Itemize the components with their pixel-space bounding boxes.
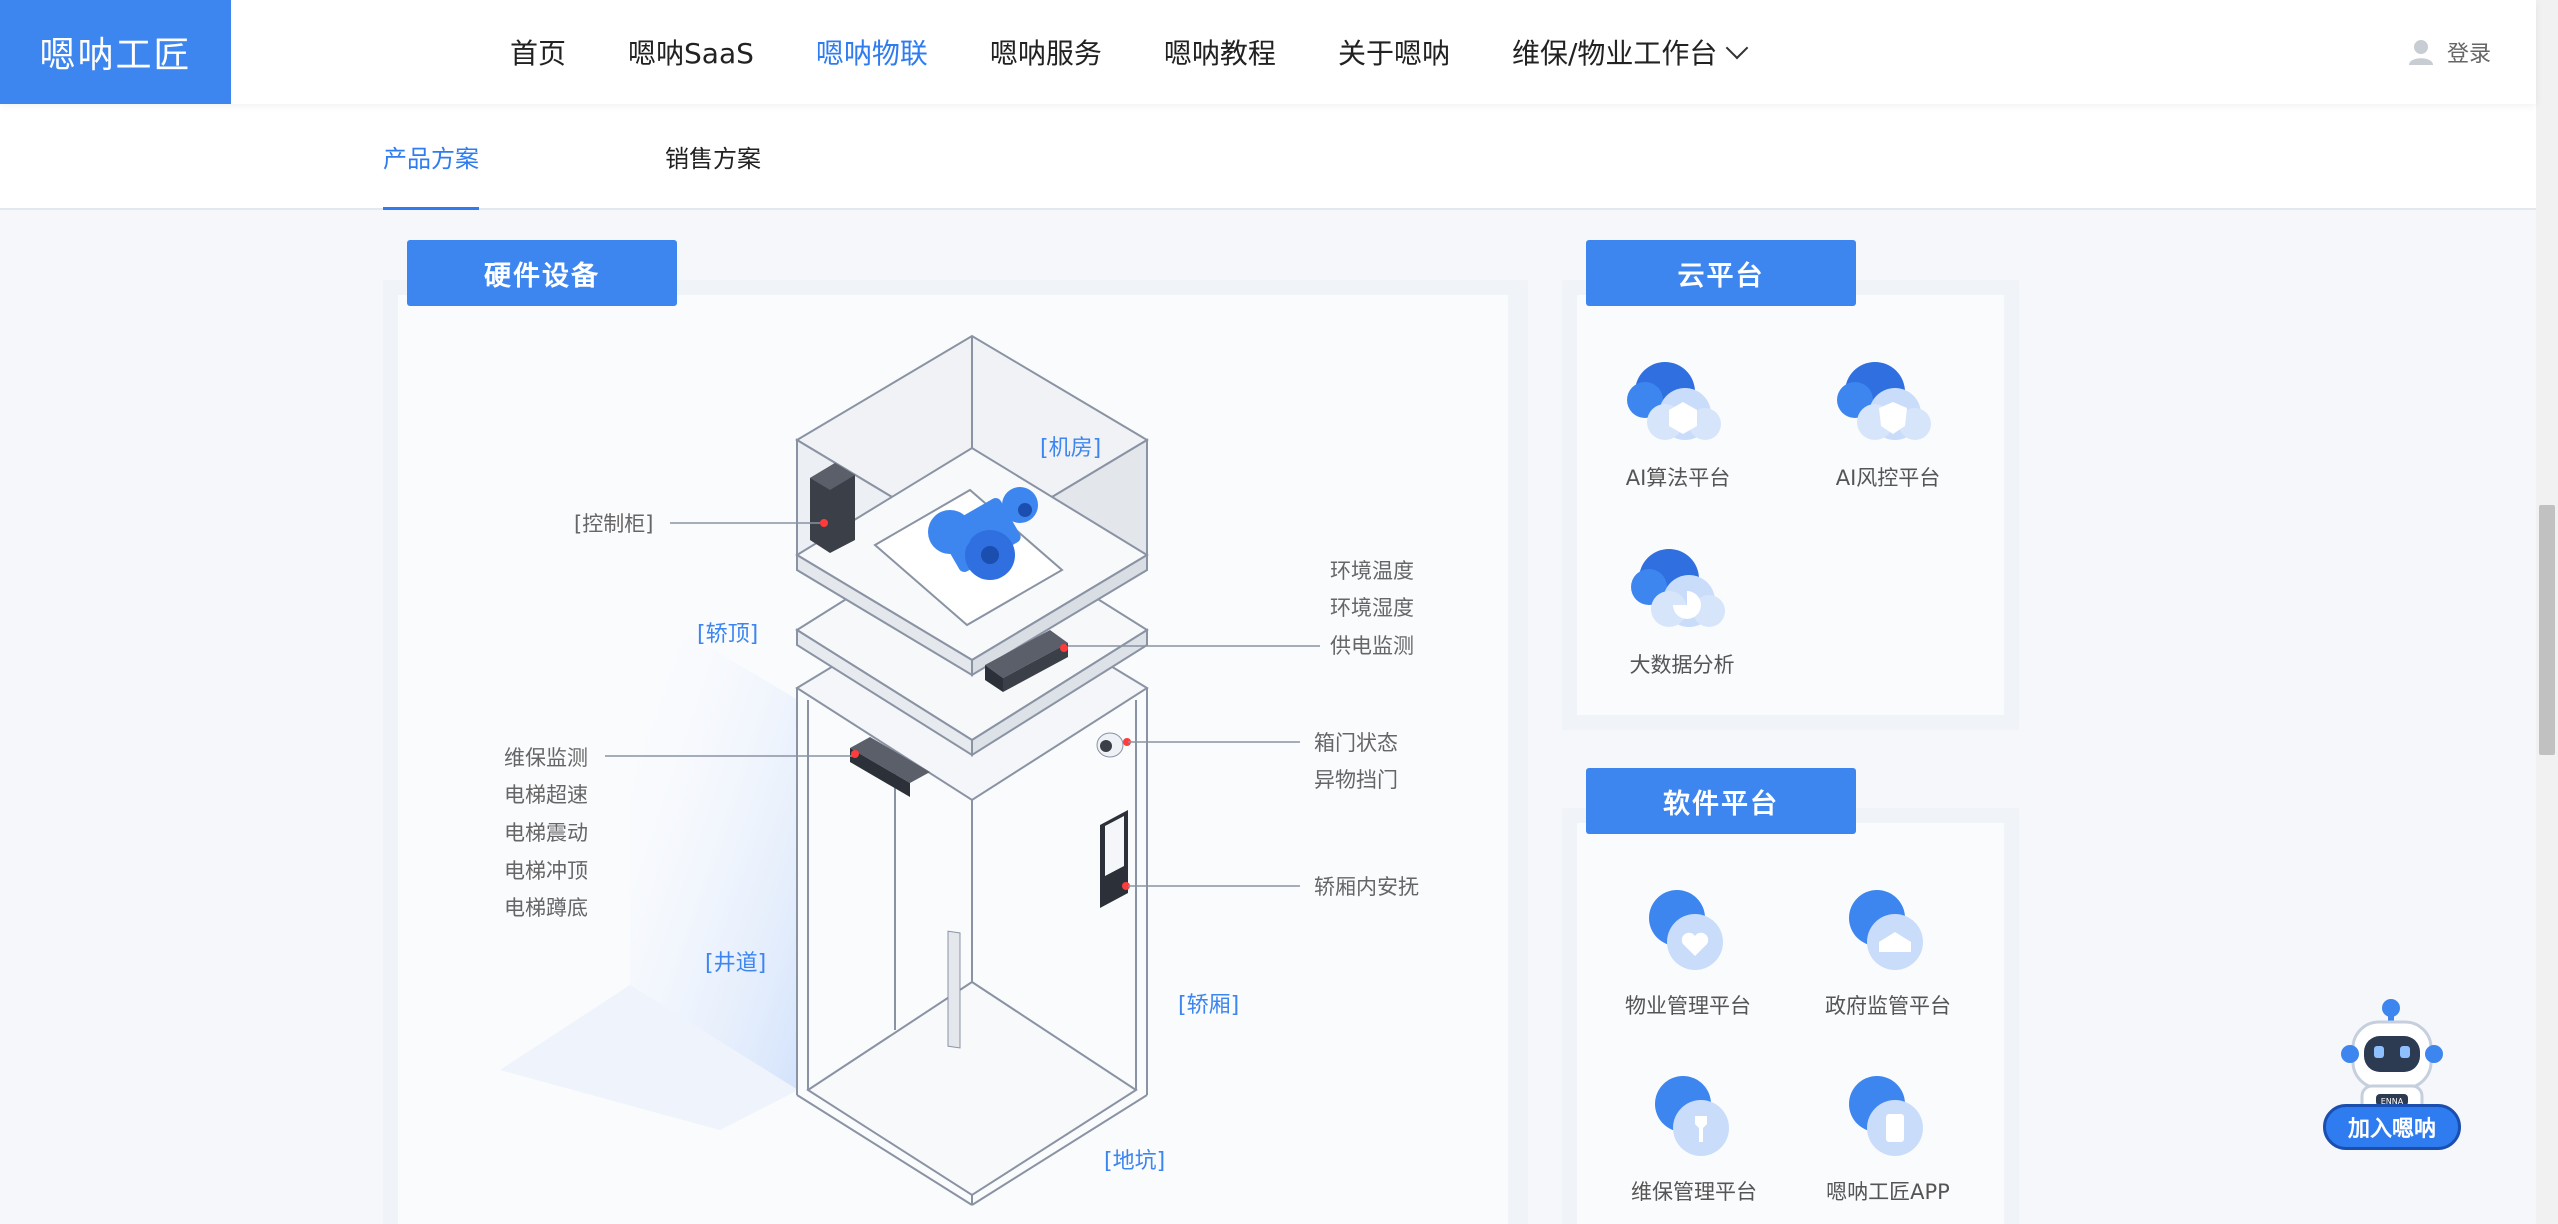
login-label: 登录 [2446, 42, 2491, 67]
software-panel-inner [1577, 823, 2004, 1224]
shaft-highlight [630, 600, 798, 1090]
nav-workbench-label: 维保/物业工作台 [1511, 37, 1718, 70]
label-car-comfort: 轿厢内安抚 [1314, 875, 1419, 899]
card-enna-app[interactable]: 嗯呐工匠APP [1788, 1064, 1988, 1206]
card-label: 嗯呐工匠APP [1826, 1180, 1950, 1204]
tab-product-solution[interactable]: 产品方案 [383, 104, 479, 210]
callout-lines [605, 522, 1320, 887]
robot-mascot-icon[interactable]: ENNA [2318, 990, 2468, 1160]
nav-workbench-dropdown[interactable]: 维保/物业工作台 [1511, 32, 1749, 72]
motor-icon [928, 487, 1038, 580]
label-vibration: 电梯震动 [504, 821, 588, 845]
card-gov-supervision[interactable]: 政府监管平台 [1788, 878, 1988, 1020]
tab-sales-solution[interactable]: 销售方案 [665, 144, 761, 173]
sub-tabs: 产品方案 销售方案 [0, 104, 2536, 210]
join-enna-button[interactable]: 加入嗯呐 [2323, 1104, 2461, 1150]
label-env-humidity: 环境湿度 [1330, 596, 1414, 620]
label-pit: [地坑] [1104, 1149, 1165, 1174]
label-control-cabinet: [控制柜] [574, 512, 653, 536]
top-header: 嗯呐工匠 首页 嗯呐SaaS 嗯呐物联 嗯呐服务 嗯呐教程 关于嗯呐 维保/物业… [0, 0, 2536, 104]
label-env-temp: 环境温度 [1330, 559, 1414, 583]
shield-icon [1837, 362, 1931, 440]
label-foreign-obstruct: 异物挡门 [1314, 768, 1398, 792]
card-label: 维保管理平台 [1631, 1180, 1757, 1204]
label-maint-monitor: 维保监测 [504, 746, 588, 770]
card-big-data[interactable]: 大数据分析 [1582, 537, 1782, 679]
nav-home[interactable]: 首页 [510, 37, 567, 70]
car-button-panel [947, 930, 961, 1049]
door-sensor-icon [1096, 732, 1131, 758]
card-label: AI风控平台 [1835, 466, 1941, 490]
cloud-panel-inner [1577, 295, 2004, 715]
login-button[interactable]: 登录 [2408, 0, 2491, 104]
chevron-down-icon [1726, 36, 1749, 60]
software-panel [1562, 808, 2019, 1224]
card-maint-mgmt[interactable]: 维保管理平台 [1594, 1064, 1794, 1206]
label-door-state: 箱门状态 [1314, 731, 1398, 755]
pie-chart-icon [1631, 549, 1725, 627]
nav-service[interactable]: 嗯呐服务 [989, 37, 1102, 70]
card-property-mgmt[interactable]: 物业管理平台 [1588, 878, 1788, 1020]
card-label: 政府监管平台 [1825, 994, 1951, 1018]
label-power-monitor: 供电监测 [1330, 634, 1414, 658]
scrollbar-thumb[interactable] [2539, 505, 2555, 755]
nav-iot[interactable]: 嗯呐物联 [815, 37, 928, 70]
page-scrollbar[interactable] [2536, 0, 2558, 1224]
building-icon [1849, 890, 1923, 970]
label-shaft: [井道] [705, 951, 766, 976]
software-title: 软件平台 [1586, 768, 1856, 834]
label-machine-room: [机房] [1040, 436, 1101, 461]
robot-badge-text: ENNA [2381, 1097, 2404, 1106]
wrench-icon [1655, 1076, 1729, 1156]
env-sensor-icon [985, 630, 1068, 692]
control-cabinet-icon [810, 463, 855, 553]
main-nav: 首页 嗯呐SaaS 嗯呐物联 嗯呐服务 嗯呐教程 关于嗯呐 维保/物业工作台 [510, 0, 1807, 104]
maint-sensor-icon [850, 737, 930, 797]
label-car-top: [轿顶] [697, 622, 758, 647]
site-logo[interactable]: 嗯呐工匠 [0, 0, 231, 104]
shaft-floor-light [500, 985, 798, 1130]
label-top-hit: 电梯冲顶 [504, 859, 588, 883]
cloud-panel [1562, 280, 2019, 730]
card-label: 物业管理平台 [1625, 994, 1751, 1018]
elevator-diagram: [机房] [轿顶] [井道] [轿厢] [地坑] [控制柜] 环境温度 环境湿度… [500, 334, 1419, 1206]
phone-icon [1849, 1076, 1923, 1156]
nav-about[interactable]: 关于嗯呐 [1337, 37, 1450, 70]
cloud-title: 云平台 [1586, 240, 1856, 306]
nav-saas[interactable]: 嗯呐SaaS [628, 37, 754, 70]
card-label: 大数据分析 [1629, 653, 1735, 677]
heart-icon [1649, 890, 1723, 970]
card-label: AI算法平台 [1625, 466, 1731, 490]
cube-icon [1627, 362, 1721, 440]
user-icon [2408, 40, 2433, 65]
nav-tutorial[interactable]: 嗯呐教程 [1163, 37, 1276, 70]
label-overspeed: 电梯超速 [504, 783, 588, 807]
card-ai-algorithm[interactable]: AI算法平台 [1578, 350, 1778, 492]
label-car: [轿厢] [1178, 993, 1239, 1018]
hardware-title: 硬件设备 [407, 240, 677, 306]
car-screen-icon [1100, 810, 1130, 908]
card-ai-risk[interactable]: AI风控平台 [1788, 350, 1988, 492]
label-bottom-squat: 电梯蹲底 [504, 896, 588, 920]
